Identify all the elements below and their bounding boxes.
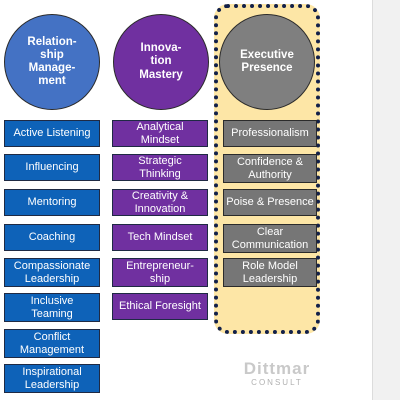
competency-box: Analytical Mindset xyxy=(112,120,208,147)
competency-box: Poise & Presence xyxy=(223,189,317,216)
competency-box: Entrepreneur- ship xyxy=(112,258,208,287)
competency-box: Inspirational Leadership xyxy=(4,364,100,393)
competency-box: Conflict Management xyxy=(4,329,100,358)
competency-box: Inclusive Teaming xyxy=(4,293,100,322)
executive-presence-heading: Executive Presence xyxy=(219,14,315,110)
competency-box: Strategic Thinking xyxy=(112,154,208,181)
logo-name: Dittmar xyxy=(243,359,311,378)
competency-box: Clear Communication xyxy=(223,224,317,253)
dittmar-consult-logo: Dittmar CONSULT xyxy=(232,359,322,388)
innovation-mastery-heading: Innova- tion Mastery xyxy=(113,14,209,110)
competency-box: Ethical Foresight xyxy=(112,293,208,320)
competency-box: Role Model Leadership xyxy=(223,258,317,287)
competency-box: Confidence & Authority xyxy=(223,154,317,183)
competency-box: Creativity & Innovation xyxy=(112,189,208,216)
competency-box: Professionalism xyxy=(223,120,317,147)
competency-box: Mentoring xyxy=(4,189,100,216)
competency-box: Tech Mindset xyxy=(112,224,208,251)
competency-box: Active Listening xyxy=(4,120,100,147)
competency-box: Influencing xyxy=(4,154,100,181)
competency-box: Compassionate Leadership xyxy=(4,258,100,287)
relationship-management-heading: Relation- ship Manage- ment xyxy=(4,14,100,110)
logo-subtitle: CONSULT xyxy=(251,378,303,387)
competency-box: Coaching xyxy=(4,224,100,251)
scrollbar-panel xyxy=(372,0,400,400)
